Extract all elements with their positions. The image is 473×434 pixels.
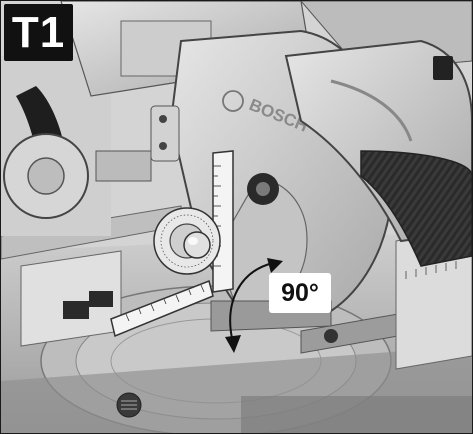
angle-arrow bbox=[225, 258, 283, 353]
motor-handle bbox=[284, 39, 472, 267]
protractor-tool bbox=[110, 150, 234, 338]
switch-icon bbox=[433, 56, 453, 80]
angle-label: 90° bbox=[269, 273, 331, 313]
step-badge: T1 bbox=[4, 4, 73, 61]
arrow-head-top-icon bbox=[267, 258, 283, 273]
label-plates bbox=[63, 291, 142, 418]
arrow-head-bottom-icon bbox=[225, 335, 241, 353]
protractor-knob bbox=[183, 231, 211, 259]
